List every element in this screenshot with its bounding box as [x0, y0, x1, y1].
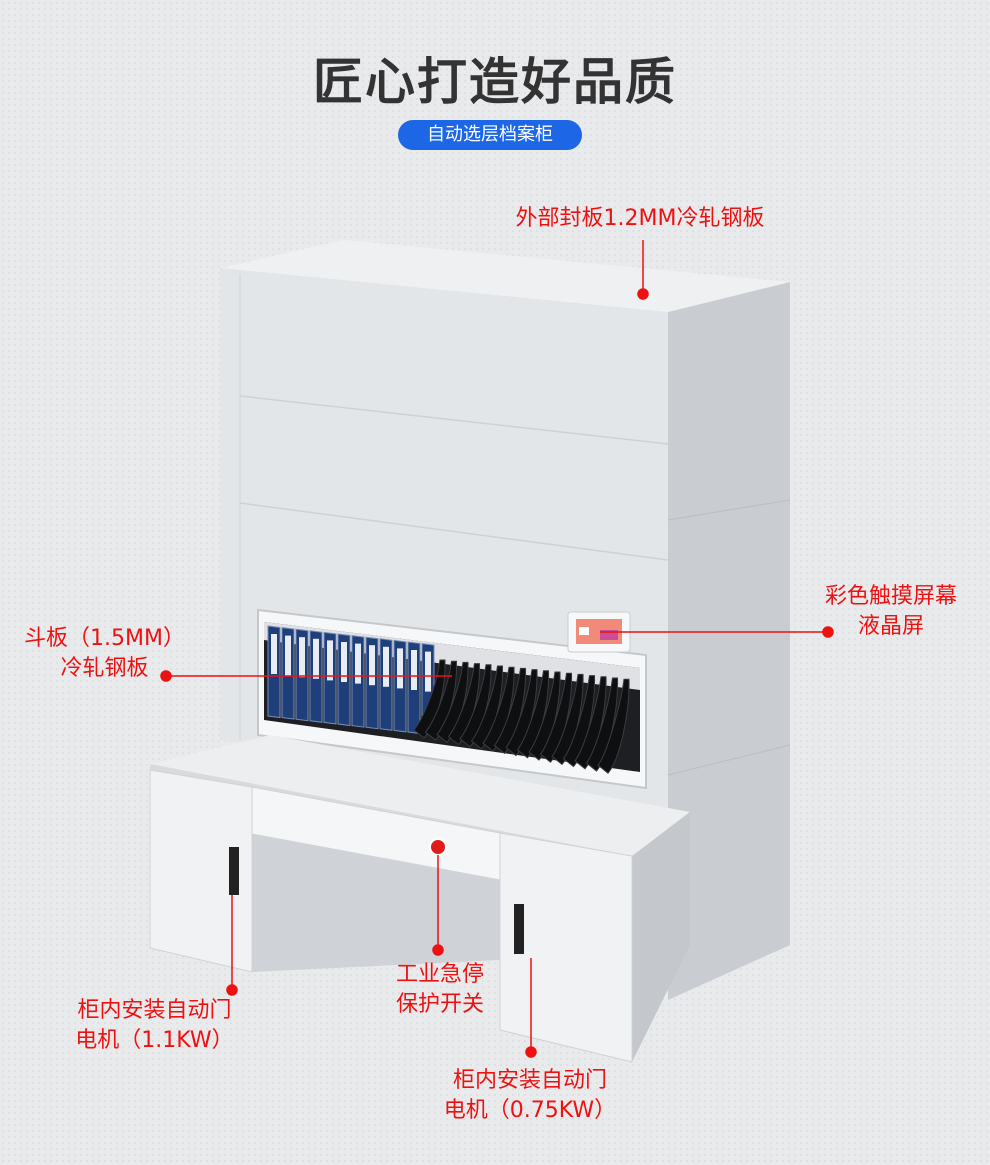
folder-label	[327, 640, 333, 681]
slot-divider	[528, 671, 561, 761]
callout-left-motor: 柜内安装自动门 电机（1.1KW）	[62, 996, 247, 1056]
callout-bucket-panel: 斗板（1.5MM） 冷轧钢板	[12, 624, 197, 684]
folder-label	[425, 651, 431, 692]
folder-label	[285, 635, 291, 676]
slot-divider	[562, 675, 596, 768]
slot-divider	[459, 664, 492, 748]
folder-label	[271, 634, 277, 674]
callout-emergency-stop-line2: 保护开关	[395, 992, 484, 1017]
page-title: 匠心打造好品质	[313, 53, 677, 111]
subtitle-badge: 自动选层档案柜	[398, 120, 582, 150]
callout-outer-panel: 外部封板1.2MM冷轧钢板	[515, 206, 765, 231]
folder-label	[397, 648, 403, 689]
slot-divider	[424, 660, 458, 741]
callout-touch-screen-line2: 液晶屏	[857, 614, 924, 639]
folder-label	[313, 638, 319, 679]
slot-group	[413, 659, 630, 774]
slot-divider	[551, 673, 584, 766]
folder-label	[369, 645, 375, 686]
folder-label	[383, 646, 389, 687]
slot-divider	[413, 659, 446, 739]
callout-left-motor-line1: 柜内安装自动门	[77, 998, 232, 1023]
slot-divider	[447, 663, 481, 746]
slot-divider	[585, 677, 619, 772]
slot-divider	[493, 667, 527, 755]
slot-divider	[574, 676, 607, 770]
callout-touch-screen-line1: 彩色触摸屏幕	[824, 584, 957, 609]
slot-divider	[505, 669, 538, 757]
slot-divider	[482, 666, 515, 752]
callout-emergency-stop: 工业急停 保护开关	[385, 960, 495, 1020]
callout-emergency-stop-line1: 工业急停	[395, 962, 484, 987]
slot-divider	[539, 672, 573, 763]
callout-bucket-panel-line1: 斗板（1.5MM）	[24, 626, 185, 651]
callout-right-motor: 柜内安装自动门 电机（0.75KW）	[430, 1066, 630, 1126]
slot-divider	[597, 678, 630, 774]
slot-divider	[436, 661, 469, 744]
slot-divider	[516, 670, 550, 759]
folder-label	[411, 650, 417, 690]
callout-touch-screen: 彩色触摸屏幕 液晶屏	[806, 582, 976, 642]
callout-bucket-panel-line2: 冷轧钢板	[60, 656, 149, 681]
emergency-stop-button	[429, 838, 447, 856]
callout-left-motor-line2: 电机（1.1KW）	[75, 1028, 234, 1053]
folder-label	[299, 637, 305, 678]
callout-right-motor-line2: 电机（0.75KW）	[443, 1098, 617, 1123]
folder-label	[341, 642, 347, 682]
folder-label	[355, 643, 361, 684]
callout-right-motor-line1: 柜内安装自动门	[452, 1068, 607, 1093]
slot-divider	[470, 665, 504, 750]
